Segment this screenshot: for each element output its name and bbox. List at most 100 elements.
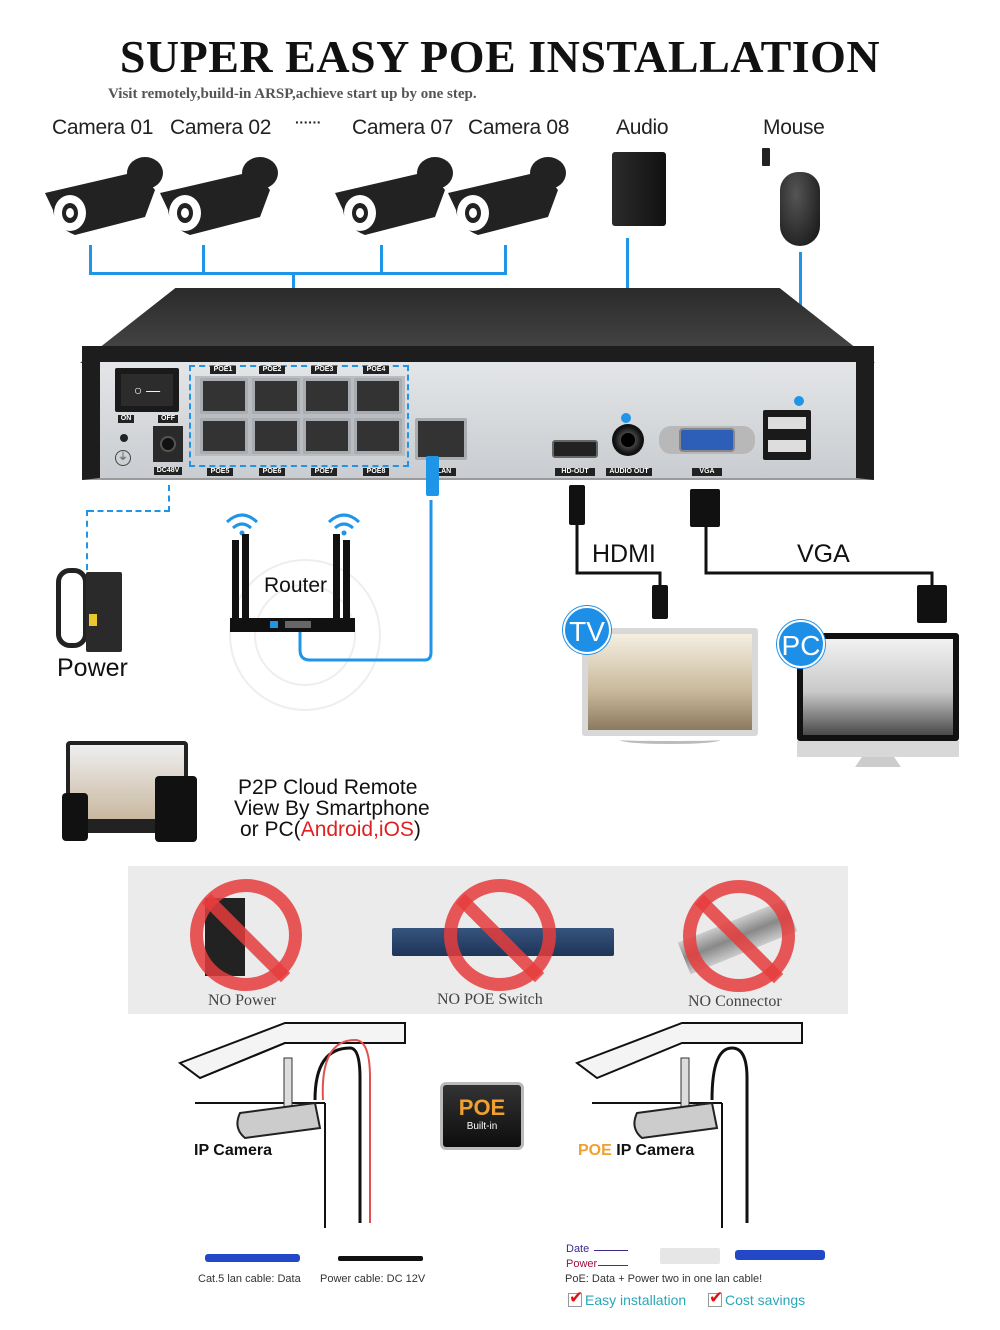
- nvr-panel-edge: [82, 346, 874, 362]
- benefit-easy-installation: Easy installation: [568, 1288, 686, 1308]
- tablet-icon: [155, 776, 197, 842]
- poe6-label: POE6: [259, 468, 285, 476]
- hdmi-plug-icon: [569, 485, 585, 525]
- usb-plug-icon: [762, 148, 770, 166]
- usb-ports[interactable]: [763, 410, 811, 460]
- cat5-caption: Cat.5 lan cable: Data: [198, 1273, 301, 1285]
- speaker-icon: [612, 152, 666, 226]
- camera-line: [89, 245, 92, 275]
- poe-port-4[interactable]: [354, 378, 402, 414]
- poe-chip-subtitle: Built-in: [466, 1121, 498, 1132]
- switch-rocker-icon: ○ —: [121, 374, 173, 406]
- router-label: Router: [264, 574, 328, 597]
- poe-port-3[interactable]: [303, 378, 351, 414]
- reset-hole-icon: [120, 434, 128, 442]
- power-adapter-icon: [86, 572, 122, 652]
- poe-port-5[interactable]: [200, 418, 248, 454]
- vga-label: VGA: [692, 468, 722, 476]
- tv-screen-image: [588, 634, 752, 730]
- poe-chip-title: POE: [458, 1095, 506, 1120]
- ip-camera-diagram: [177, 1022, 406, 1228]
- poe-port-group: [189, 365, 409, 467]
- hdmi-plug-icon: [652, 585, 668, 619]
- camera-01-label: Camera 01: [52, 116, 154, 139]
- wire-date-line: [594, 1250, 628, 1251]
- usb-connection-dot: [794, 396, 804, 406]
- mouse-label: Mouse: [763, 116, 825, 139]
- poe-port-8[interactable]: [354, 418, 402, 454]
- hdmi-out-label: HD-OUT: [555, 468, 595, 476]
- smartphone-icon: [62, 793, 88, 841]
- poe3-label: POE3: [311, 366, 337, 374]
- wifi-icon: [225, 513, 259, 536]
- wire-power-label: Power: [566, 1258, 598, 1270]
- wifi-icon: [327, 513, 361, 536]
- poe4-label: POE4: [363, 366, 389, 374]
- cat5-cable-icon: [205, 1254, 300, 1262]
- camera-icon: [335, 157, 453, 235]
- vga-cable-label: VGA: [797, 540, 850, 568]
- tv-monitor: [582, 628, 758, 736]
- power-label: Power: [57, 654, 128, 682]
- dc-power-port[interactable]: [153, 426, 183, 462]
- vga-port[interactable]: [659, 426, 755, 454]
- audio-out-port[interactable]: [612, 424, 644, 456]
- wire-date-label: Date: [566, 1243, 590, 1255]
- poe5-label: POE5: [207, 468, 233, 476]
- camera-icon: [448, 157, 566, 235]
- p2p-line-3-prefix: or PC(: [240, 818, 301, 841]
- camera-icon: [160, 157, 278, 235]
- hdmi-port[interactable]: [552, 440, 598, 458]
- pc-badge: PC: [777, 620, 825, 668]
- rj45-plug-icon: [426, 456, 439, 496]
- ellipsis: ······: [295, 114, 322, 130]
- p2p-line-3-suffix: ): [413, 818, 421, 841]
- pc-monitor-chin: [797, 741, 959, 757]
- no-power-label: NO Power: [208, 992, 276, 1009]
- antenna: [242, 534, 249, 632]
- p2p-line-2: View By Smartphone: [234, 797, 430, 820]
- poe-port-2[interactable]: [252, 378, 300, 414]
- camera-icon: [45, 157, 163, 235]
- power-switch[interactable]: ○ —: [115, 368, 179, 412]
- lan-port[interactable]: [415, 418, 467, 460]
- router-illustration: [225, 500, 433, 711]
- poe-ip-camera-text: IP Camera: [611, 1142, 695, 1159]
- camera-line: [202, 245, 205, 275]
- poe-port-6[interactable]: [252, 418, 300, 454]
- camera-line: [504, 245, 507, 275]
- pc-monitor: [797, 633, 959, 741]
- power-cord-icon: [56, 568, 88, 648]
- benefit-cost-savings: Cost savings: [708, 1288, 805, 1308]
- display-cables: [569, 485, 947, 623]
- camera-02-label: Camera 02: [170, 116, 272, 139]
- tv-badge: TV: [563, 606, 611, 654]
- utp-cable-icon: [660, 1248, 720, 1264]
- rj45-cable-icon: [735, 1250, 825, 1260]
- camera-07-label: Camera 07: [352, 116, 454, 139]
- poe1-label: POE1: [210, 366, 236, 374]
- poe-port-1[interactable]: [200, 378, 248, 414]
- hdmi-label: HDMI: [592, 540, 656, 568]
- power-dashed-line: [86, 510, 88, 570]
- power-dashed-line: [88, 485, 170, 512]
- lan-label: LAN: [432, 468, 456, 476]
- tv-stand: [620, 736, 720, 744]
- poe-chip-icon: POE Built-in: [440, 1082, 524, 1150]
- ip-camera-title: IP Camera: [194, 1142, 272, 1159]
- switch-on-label: ON: [118, 415, 134, 423]
- dc48v-label: DC48V: [154, 467, 182, 475]
- poe-port-7[interactable]: [303, 418, 351, 454]
- poe-ip-camera-title: POE IP Camera: [578, 1142, 694, 1160]
- camera-08-label: Camera 08: [468, 116, 570, 139]
- prohibited-icon: [190, 879, 302, 991]
- p2p-platforms: Android,iOS: [300, 818, 414, 841]
- audio-out-label: AUDIO OUT: [606, 468, 652, 476]
- power-cable-caption: Power cable: DC 12V: [320, 1273, 426, 1285]
- checkbox-checked-icon: [568, 1288, 583, 1308]
- page-title: SUPER EASY POE INSTALLATION: [119, 31, 881, 82]
- poe2-label: POE2: [259, 366, 285, 374]
- mouse-icon: [780, 172, 820, 246]
- antenna: [333, 534, 340, 632]
- poe-note: PoE: Data + Power two in one lan cable!: [565, 1273, 763, 1285]
